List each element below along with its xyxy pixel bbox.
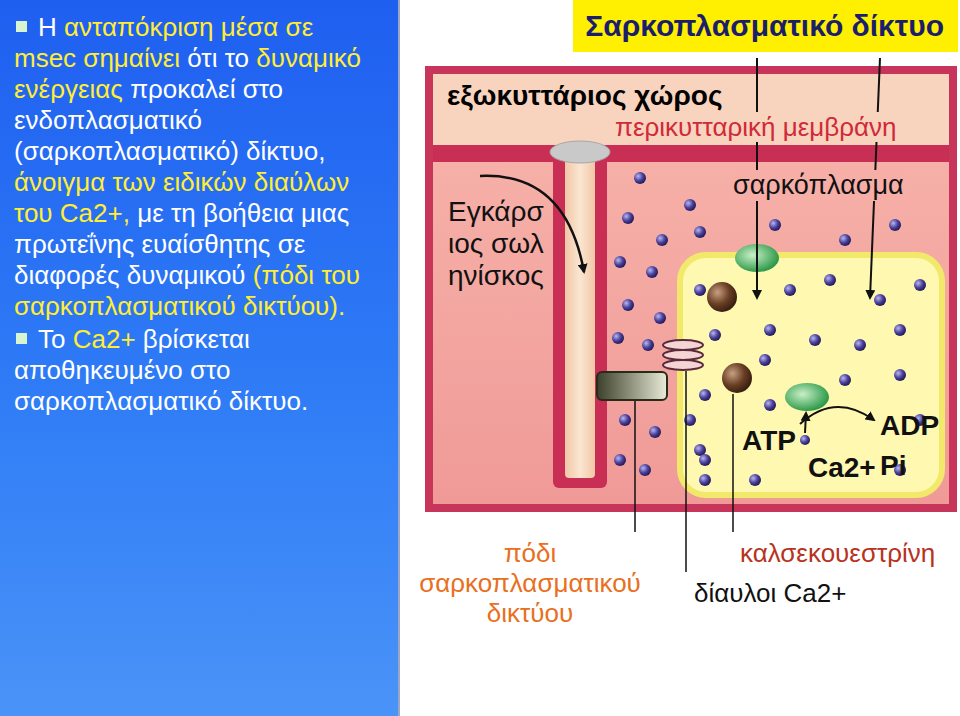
calcium-ion <box>874 294 886 306</box>
calcium-ion <box>839 234 851 246</box>
calcium-ion <box>784 284 796 296</box>
title-box: Σαρκοπλασματικό δίκτυο <box>573 0 958 52</box>
calcium-ion <box>634 172 646 184</box>
calcium-ion <box>699 389 711 401</box>
calcium-ion <box>699 474 711 486</box>
region-label: σαρκόπλασμα <box>730 170 907 201</box>
calcium-ion <box>749 474 761 486</box>
sr-foot <box>597 372 667 400</box>
calcium-ion <box>646 266 658 278</box>
calcium-ion <box>699 454 711 466</box>
sarcoplasmic-reticulum <box>680 255 942 495</box>
region-label: εξωκυττάριος χώρος <box>447 80 722 112</box>
sarcoplasm <box>433 162 949 504</box>
calcium-ion <box>614 454 626 466</box>
calcium-ion <box>824 274 836 286</box>
part-label: καλσεκουεστρίνη <box>740 538 935 568</box>
calcium-ion <box>894 369 906 381</box>
calcium-ion <box>642 339 654 351</box>
chem-label: Ca2+ <box>808 452 876 484</box>
diagram-frame <box>425 66 957 512</box>
leader-line <box>634 401 636 532</box>
bullet-marker <box>16 333 27 344</box>
calsequestrin <box>722 363 752 393</box>
bullet-item: Η ανταπόκριση μέσα σε msec σημαίνει ότι … <box>14 12 382 322</box>
calcium-ion <box>759 354 771 366</box>
bullet-item: Το Ca2+ βρίσκεται αποθηκευμένο στο σαρκο… <box>14 324 382 417</box>
right-ground <box>398 0 960 716</box>
leader-line <box>732 394 734 532</box>
tubule-label: Εγκάρσιος σωληνίσκος <box>448 196 548 292</box>
pump-arrow <box>805 413 806 433</box>
leader-line <box>685 371 687 572</box>
calcium-ion <box>800 435 810 445</box>
atp-arrow <box>800 407 874 424</box>
calcium-pump <box>785 383 829 411</box>
calcium-ion <box>614 256 626 268</box>
calcium-ion <box>914 279 926 291</box>
part-label: πόδι σαρκοπλασματικού δικτύου <box>405 538 655 628</box>
calcium-ion <box>622 299 634 311</box>
calcium-ion <box>709 329 721 341</box>
calcium-ion <box>649 426 661 438</box>
calcium-ions <box>612 172 926 486</box>
calsequestrin <box>707 282 737 312</box>
calcium-ion <box>764 324 776 336</box>
calcium-ion <box>639 464 651 476</box>
calcium-ion <box>656 234 668 246</box>
calcium-ion <box>854 339 866 351</box>
membrane-label: περικυτταρική μεμβράνη <box>612 112 900 142</box>
chem-label: Pi <box>880 450 906 482</box>
t-tubule-opening <box>550 141 610 163</box>
title-text: Σαρκοπλασματικό δίκτυο <box>585 8 946 44</box>
extracellular-space <box>433 74 949 145</box>
calcium-ion <box>839 374 851 386</box>
calcium-ion <box>769 219 781 231</box>
calcium-ion <box>684 199 696 211</box>
bullet-text: Το Ca2+ βρίσκεται αποθηκευμένο στο σαρκο… <box>14 324 308 416</box>
calcium-channel <box>663 360 703 370</box>
calcium-ion <box>694 226 706 238</box>
part-label: δίαυλοι Ca2+ <box>694 578 846 608</box>
t-tubule-wall <box>553 145 607 488</box>
cell-membrane <box>433 145 949 162</box>
calcium-ion <box>764 399 776 411</box>
calcium-ion <box>809 334 821 346</box>
calcium-ion <box>889 219 901 231</box>
calcium-ion <box>612 332 624 344</box>
calcium-ion <box>622 212 634 224</box>
bullet-text: Η ανταπόκριση μέσα σε msec σημαίνει ότι … <box>14 12 361 321</box>
chem-label: ADP <box>880 410 939 442</box>
t-tubule-lumen <box>565 150 595 478</box>
text-panel: Η ανταπόκριση μέσα σε msec σημαίνει ότι … <box>0 0 398 716</box>
calcium-channel <box>663 350 703 360</box>
calcium-ion <box>894 324 906 336</box>
calcium-channel <box>663 340 703 350</box>
bullet-marker <box>16 21 27 32</box>
calcium-ion <box>619 414 631 426</box>
calcium-ion <box>694 284 706 296</box>
chem-label: ATP <box>742 425 796 457</box>
calcium-ion <box>654 312 666 324</box>
